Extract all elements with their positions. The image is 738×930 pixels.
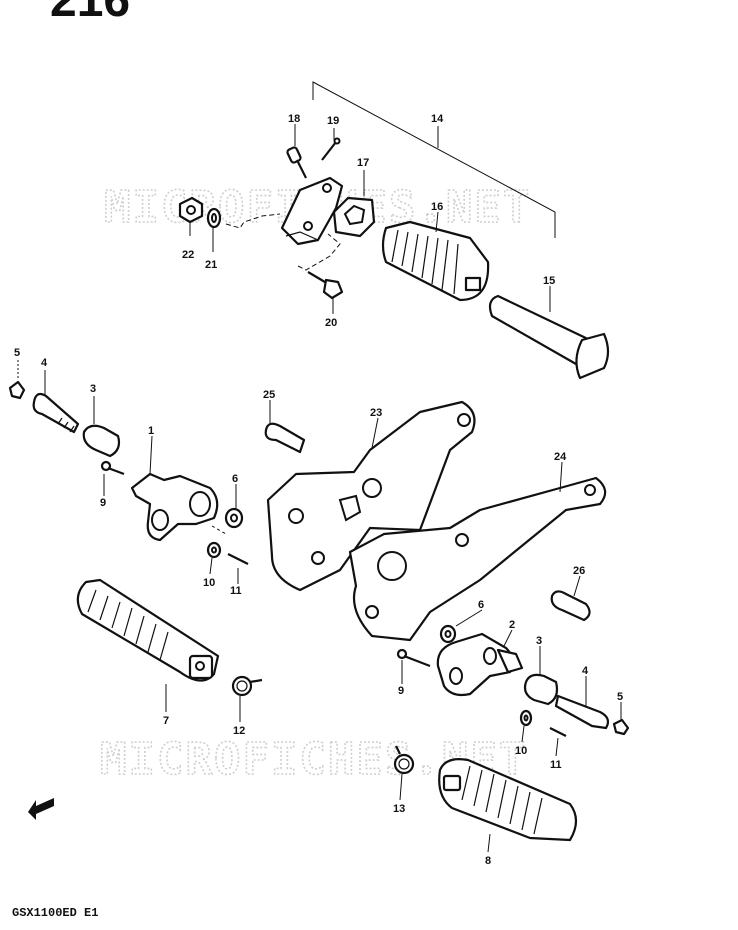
callout-21: 21 — [205, 259, 217, 271]
callout-6-left: 6 — [232, 473, 238, 485]
bolt-20 — [307, 271, 344, 300]
bolt-18 — [286, 146, 307, 179]
callout-4-left: 4 — [41, 357, 48, 369]
callout-26: 26 — [573, 565, 585, 577]
footrest-plate-24 — [348, 476, 607, 642]
callout-16: 16 — [431, 201, 443, 213]
callout-4-right: 4 — [582, 665, 589, 677]
model-code-footer: GSX1100ED E1 — [12, 906, 99, 920]
callout-6-right: 6 — [478, 599, 484, 611]
callout-10-right: 10 — [515, 745, 527, 757]
callout-1: 1 — [148, 425, 154, 437]
callout-15: 15 — [543, 275, 555, 287]
cotter-pin-11-left — [227, 553, 249, 565]
callout-9-right: 9 — [398, 685, 404, 697]
pin-9-left — [100, 460, 125, 476]
front-direction-mark — [28, 798, 54, 820]
nut-22 — [178, 196, 204, 224]
leader-lines — [17, 124, 622, 853]
nut-5-left — [8, 380, 26, 400]
callout-22: 22 — [182, 249, 194, 261]
callout-11-left: 11 — [230, 585, 242, 597]
bolt-4-left — [32, 392, 80, 434]
bolt-25 — [264, 422, 306, 454]
callout-11-right: 11 — [550, 759, 562, 771]
callout-17: 17 — [357, 157, 369, 169]
footrest-rubber-8 — [438, 758, 578, 842]
callout-25: 25 — [263, 389, 275, 401]
pin-9-right — [396, 648, 431, 668]
washer-10-left — [206, 541, 222, 559]
callout-5-right: 5 — [617, 691, 623, 703]
cotter-pin-19 — [321, 137, 341, 161]
bracket-14 — [312, 81, 556, 238]
callout-3-left: 3 — [90, 383, 96, 395]
washer-21 — [206, 207, 222, 229]
callout-18: 18 — [288, 113, 300, 125]
footrest-bracket-1 — [130, 472, 219, 542]
callout-14: 14 — [431, 113, 444, 125]
footrest-shaft-15 — [488, 294, 610, 380]
callout-19: 19 — [327, 115, 339, 127]
corner-mark: 216 — [50, 0, 130, 27]
footrest-bracket-2 — [436, 632, 524, 697]
plate-17 — [332, 196, 376, 238]
footrest-rubber-7 — [76, 578, 220, 682]
washer-6-left — [224, 507, 244, 529]
washer-6-right — [439, 624, 457, 644]
washer-10-right — [519, 709, 533, 727]
footrest-plate-23 — [266, 400, 476, 592]
footrest-rubber-16 — [381, 220, 490, 302]
callouts: 1 2 3 3 4 4 5 5 6 6 7 8 9 9 10 10 11 11 … — [14, 113, 623, 867]
callout-20: 20 — [325, 317, 337, 329]
bolt-26 — [550, 590, 591, 622]
callout-7: 7 — [163, 715, 169, 727]
collar-3-left — [82, 424, 121, 458]
callout-9-left: 9 — [100, 497, 106, 509]
bolt-4-right — [554, 694, 610, 730]
callout-5-left: 5 — [14, 347, 20, 359]
callout-24: 24 — [554, 451, 567, 463]
callout-12: 12 — [233, 725, 245, 737]
collar-3-right — [523, 673, 559, 706]
callout-23: 23 — [370, 407, 382, 419]
nut-5-right — [612, 718, 630, 736]
callout-10-left: 10 — [203, 577, 215, 589]
callout-8: 8 — [485, 855, 491, 867]
spring-12 — [231, 675, 263, 697]
callout-3-right: 3 — [536, 635, 542, 647]
cotter-pin-11-right — [549, 727, 567, 737]
spring-13 — [393, 745, 415, 775]
callout-2: 2 — [509, 619, 515, 631]
footrest-bracket-upper — [280, 176, 344, 246]
callout-13: 13 — [393, 803, 405, 815]
